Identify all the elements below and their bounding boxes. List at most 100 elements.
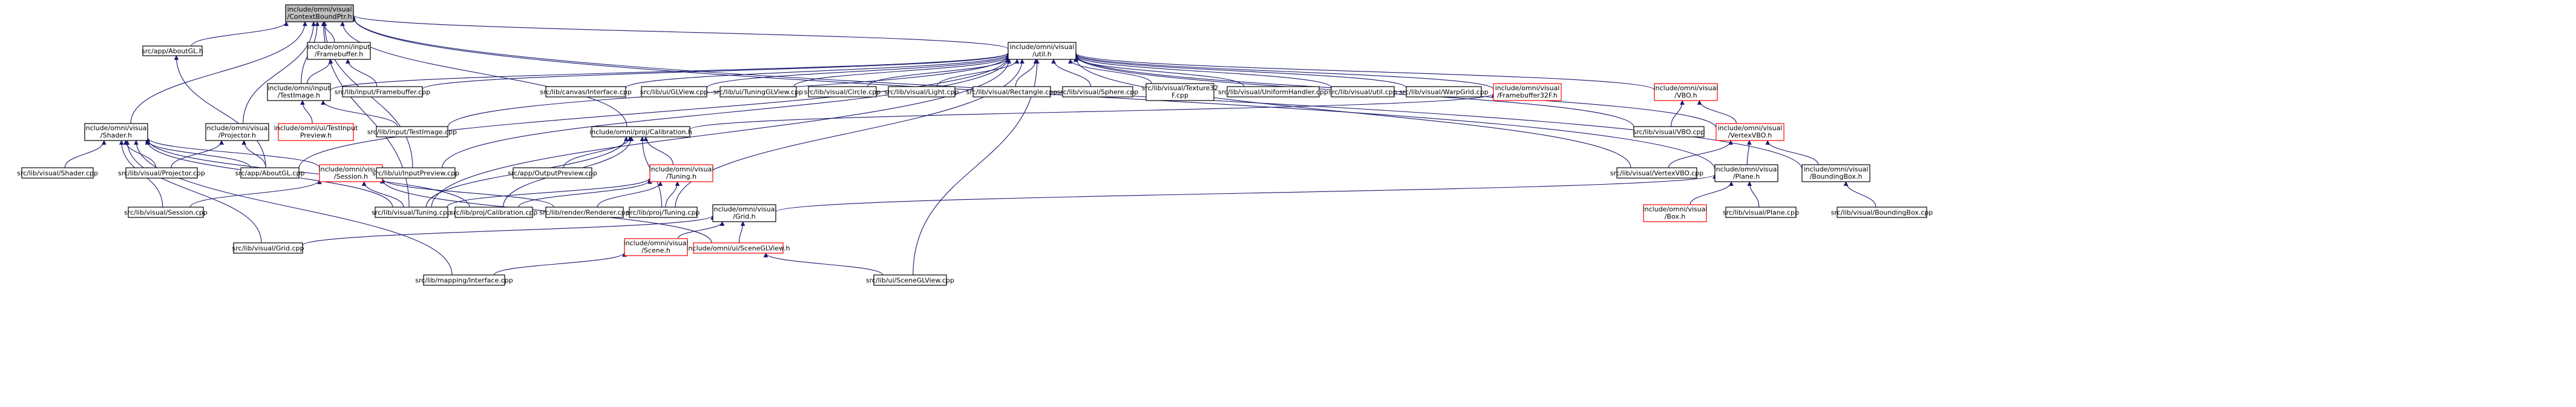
node-label: include/omni/visual — [84, 124, 149, 132]
node-inputpreview-cpp[interactable]: src/lib/ui/InputPreview.cpp — [372, 167, 459, 179]
node-box — [142, 45, 203, 56]
node-uniformhandler-cpp[interactable]: src/lib/visual/UniformHandler.cpp — [1218, 86, 1328, 98]
node-visual-plane-h[interactable]: include/omni/visual/Plane.h — [1714, 164, 1779, 182]
edge-ui_testinputpreview_h-to-input_testimage_h — [300, 100, 313, 124]
node-visual-util-h[interactable]: include/omni/visual/util.h — [1008, 42, 1077, 60]
edge-inputpreview_cpp-to-visual_util_h — [442, 57, 1011, 168]
node-renderer-cpp[interactable]: src/lib/render/Renderer.cpp — [539, 207, 630, 218]
node-label: include/omni/visual — [1495, 84, 1560, 92]
nodes-layer: include/omni/visual/ContextBoundPtr.h src… — [17, 4, 1933, 286]
node-vertexvbo-cpp[interactable]: src/lib/visual/VertexVBO.cpp — [1610, 167, 1703, 179]
node-vbo-cpp[interactable]: src/lib/visual/VBO.cpp — [1633, 126, 1705, 137]
edge-plane_cpp-to-visual_plane_h — [1747, 181, 1760, 208]
node-label: include/omni/input — [307, 43, 370, 51]
node-visual-scene-h[interactable]: include/omni/visual/Scene.h — [624, 238, 689, 256]
node-tuning-cpp-visual[interactable]: src/lib/visual/Tuning.cpp — [372, 207, 451, 218]
edge-visual_box_h-to-visual_plane_h — [1689, 181, 1734, 205]
node-boundingbox-cpp[interactable]: src/lib/visual/BoundingBox.cpp — [1831, 207, 1933, 218]
node-box — [1616, 167, 1697, 179]
node-vertexvbo-h[interactable]: include/omni/visual/VertexVBO.h — [1716, 123, 1785, 141]
node-visual-session-h[interactable]: include/omni/visual/Session.h — [319, 164, 384, 182]
node-box — [376, 126, 448, 137]
edge-boundingbox_h-to-vertexvbo_h — [1765, 140, 1819, 165]
node-label: src/lib/visual/UniformHandler.cpp — [1218, 88, 1328, 96]
node-visual-grid-h[interactable]: include/omni/visual/Grid.h — [712, 204, 777, 222]
edge-tuning_cpp_visual-to-visual_tuning_h — [447, 177, 652, 208]
node-label: src/lib/visual/util.cpp — [1328, 88, 1397, 96]
node-outputpreview-cpp[interactable]: src/app/OutputPreview.cpp — [508, 167, 597, 179]
edge-warpgrid_cpp-to-visual_util_h — [1073, 53, 1407, 88]
node-grid-cpp[interactable]: src/lib/visual/Grid.cpp — [232, 242, 304, 254]
node-circle-cpp[interactable]: src/lib/visual/Circle.cpp — [804, 86, 881, 98]
node-framebuffer-cpp[interactable]: src/lib/input/Framebuffer.cpp — [335, 86, 430, 98]
edge-input_testimage_h-to-visual_util_h — [330, 52, 1011, 91]
node-label: include/omni/ui/SceneGLView.h — [686, 245, 790, 253]
node-label: include/omni/visual — [319, 165, 384, 173]
node-box — [972, 86, 1051, 98]
node-box — [545, 86, 626, 98]
node-label: src/lib/visual/Sphere.cpp — [1057, 88, 1139, 96]
edge-tuning_cpp_visual-to-visual_session_h — [361, 181, 404, 208]
node-label: src/lib/canvas/Interface.cpp — [540, 88, 632, 96]
edge-sphere_cpp-to-visual_util_h — [1051, 59, 1091, 87]
edge-visual_session_h-to-shader_h — [145, 137, 320, 168]
edge-proj_calibration_cpp-to-visual_tuning_h — [518, 179, 652, 208]
node-label: include/omni/input — [267, 84, 330, 92]
node-label: src/lib/visual/Texture32 — [1142, 84, 1219, 92]
node-sceneglview-h[interactable]: include/omni/ui/SceneGLView.h — [686, 242, 790, 254]
node-boundingbox-h[interactable]: include/omni/visual/BoundingBox.h — [1801, 164, 1870, 182]
node-box — [1643, 204, 1707, 222]
node-aboutgl-h[interactable]: src/app/AboutGL.h — [142, 45, 203, 56]
node-box — [125, 167, 198, 179]
node-box — [624, 238, 688, 256]
node-proj-calibration-h[interactable]: include/omni/proj/Calibration.h — [589, 126, 692, 137]
node-sceneglview-cpp[interactable]: src/lib/ui/SceneGLView.cpp — [866, 274, 954, 286]
node-testimage-cpp[interactable]: src/lib/input/TestImage.cpp — [367, 126, 457, 137]
node-contextbound[interactable]: include/omni/visual/ContextBoundPtr.h — [285, 4, 354, 22]
edge-rectangle_cpp-to-visual_util_h — [1015, 59, 1038, 87]
node-shader-h[interactable]: include/omni/visual/Shader.h — [84, 123, 149, 141]
node-warpgrid-cpp[interactable]: src/lib/visual/WarpGrid.cpp — [1399, 86, 1489, 98]
node-proj-tuning-cpp[interactable]: src/lib/proj/Tuning.cpp — [627, 207, 700, 218]
node-label: src/lib/input/TestImage.cpp — [367, 128, 457, 136]
node-framebuffer32f-h[interactable]: include/omni/visual/Framebuffer32F.h — [1493, 83, 1562, 101]
node-label: src/lib/visual/Projector.cpp — [118, 170, 205, 177]
node-rectangle-cpp[interactable]: src/lib/visual/Rectangle.cpp — [966, 86, 1058, 98]
edge-renderer_cpp-to-visual_tuning_h — [597, 181, 663, 208]
node-shader-cpp[interactable]: src/lib/visual/Shader.cpp — [17, 167, 98, 179]
node-plane-cpp[interactable]: src/lib/visual/Plane.cpp — [1723, 207, 1799, 218]
node-label: /Shader.h — [100, 131, 132, 139]
edge-boundingbox_cpp-to-boundingbox_h — [1843, 181, 1876, 208]
node-proj-calibration-cpp[interactable]: src/lib/proj/Calibration.cpp — [450, 207, 538, 218]
node-mapping-interface-cpp[interactable]: src/lib/mapping/Interface.cpp — [415, 274, 513, 286]
node-light-cpp[interactable]: src/lib/visual/Light.cpp — [884, 86, 959, 98]
node-vbo-h[interactable]: include/omni/visual/VBO.h — [1654, 83, 1719, 101]
node-label: include/omni/visual — [1718, 124, 1783, 132]
node-label: /Projector.h — [218, 131, 256, 139]
edge-proj_tuning_cpp-to-visual_tuning_h — [665, 181, 680, 208]
node-aboutgl-cpp[interactable]: src/app/AboutGL.cpp — [235, 167, 305, 179]
node-glview-cpp[interactable]: src/lib/ui/GLView.cpp — [640, 86, 708, 98]
node-util-cpp[interactable]: src/lib/visual/util.cpp — [1328, 86, 1397, 98]
node-label: src/lib/visual/Shader.cpp — [17, 170, 98, 177]
node-label: src/lib/visual/WarpGrid.cpp — [1399, 88, 1488, 96]
node-sphere-cpp[interactable]: src/lib/visual/Sphere.cpp — [1057, 86, 1139, 98]
node-projector-cpp[interactable]: src/lib/visual/Projector.cpp — [118, 167, 205, 179]
edge-sceneglview_cpp-to-sceneglview_h — [763, 253, 883, 276]
node-projector-h[interactable]: include/omni/visual/Projector.h — [205, 123, 270, 141]
node-label: /ContextBoundPtr.h — [287, 13, 352, 21]
node-session-cpp[interactable]: src/lib/visual/Session.cpp — [124, 207, 208, 218]
node-visual-box-h[interactable]: include/omni/visual/Box.h — [1643, 204, 1708, 222]
node-canvas-interface-cpp[interactable]: src/lib/canvas/Interface.cpp — [540, 86, 632, 98]
edge-canvas_interface_cpp-to-visual_util_h — [625, 53, 1011, 89]
node-input-testimage-h[interactable]: include/omni/input/TestImage.h — [267, 83, 331, 101]
edge-proj_calibration_cpp-to-shader_h — [145, 138, 470, 208]
node-visual-tuning-h[interactable]: include/omni/visual/Tuning.h — [649, 164, 714, 182]
node-tuningglview-cpp[interactable]: src/lib/ui/TuningGLView.cpp — [713, 86, 803, 98]
node-input-framebuffer-h[interactable]: include/omni/input/Framebuffer.h — [307, 42, 371, 60]
node-box — [267, 83, 331, 101]
node-label: include/omni/visual — [1010, 43, 1075, 51]
